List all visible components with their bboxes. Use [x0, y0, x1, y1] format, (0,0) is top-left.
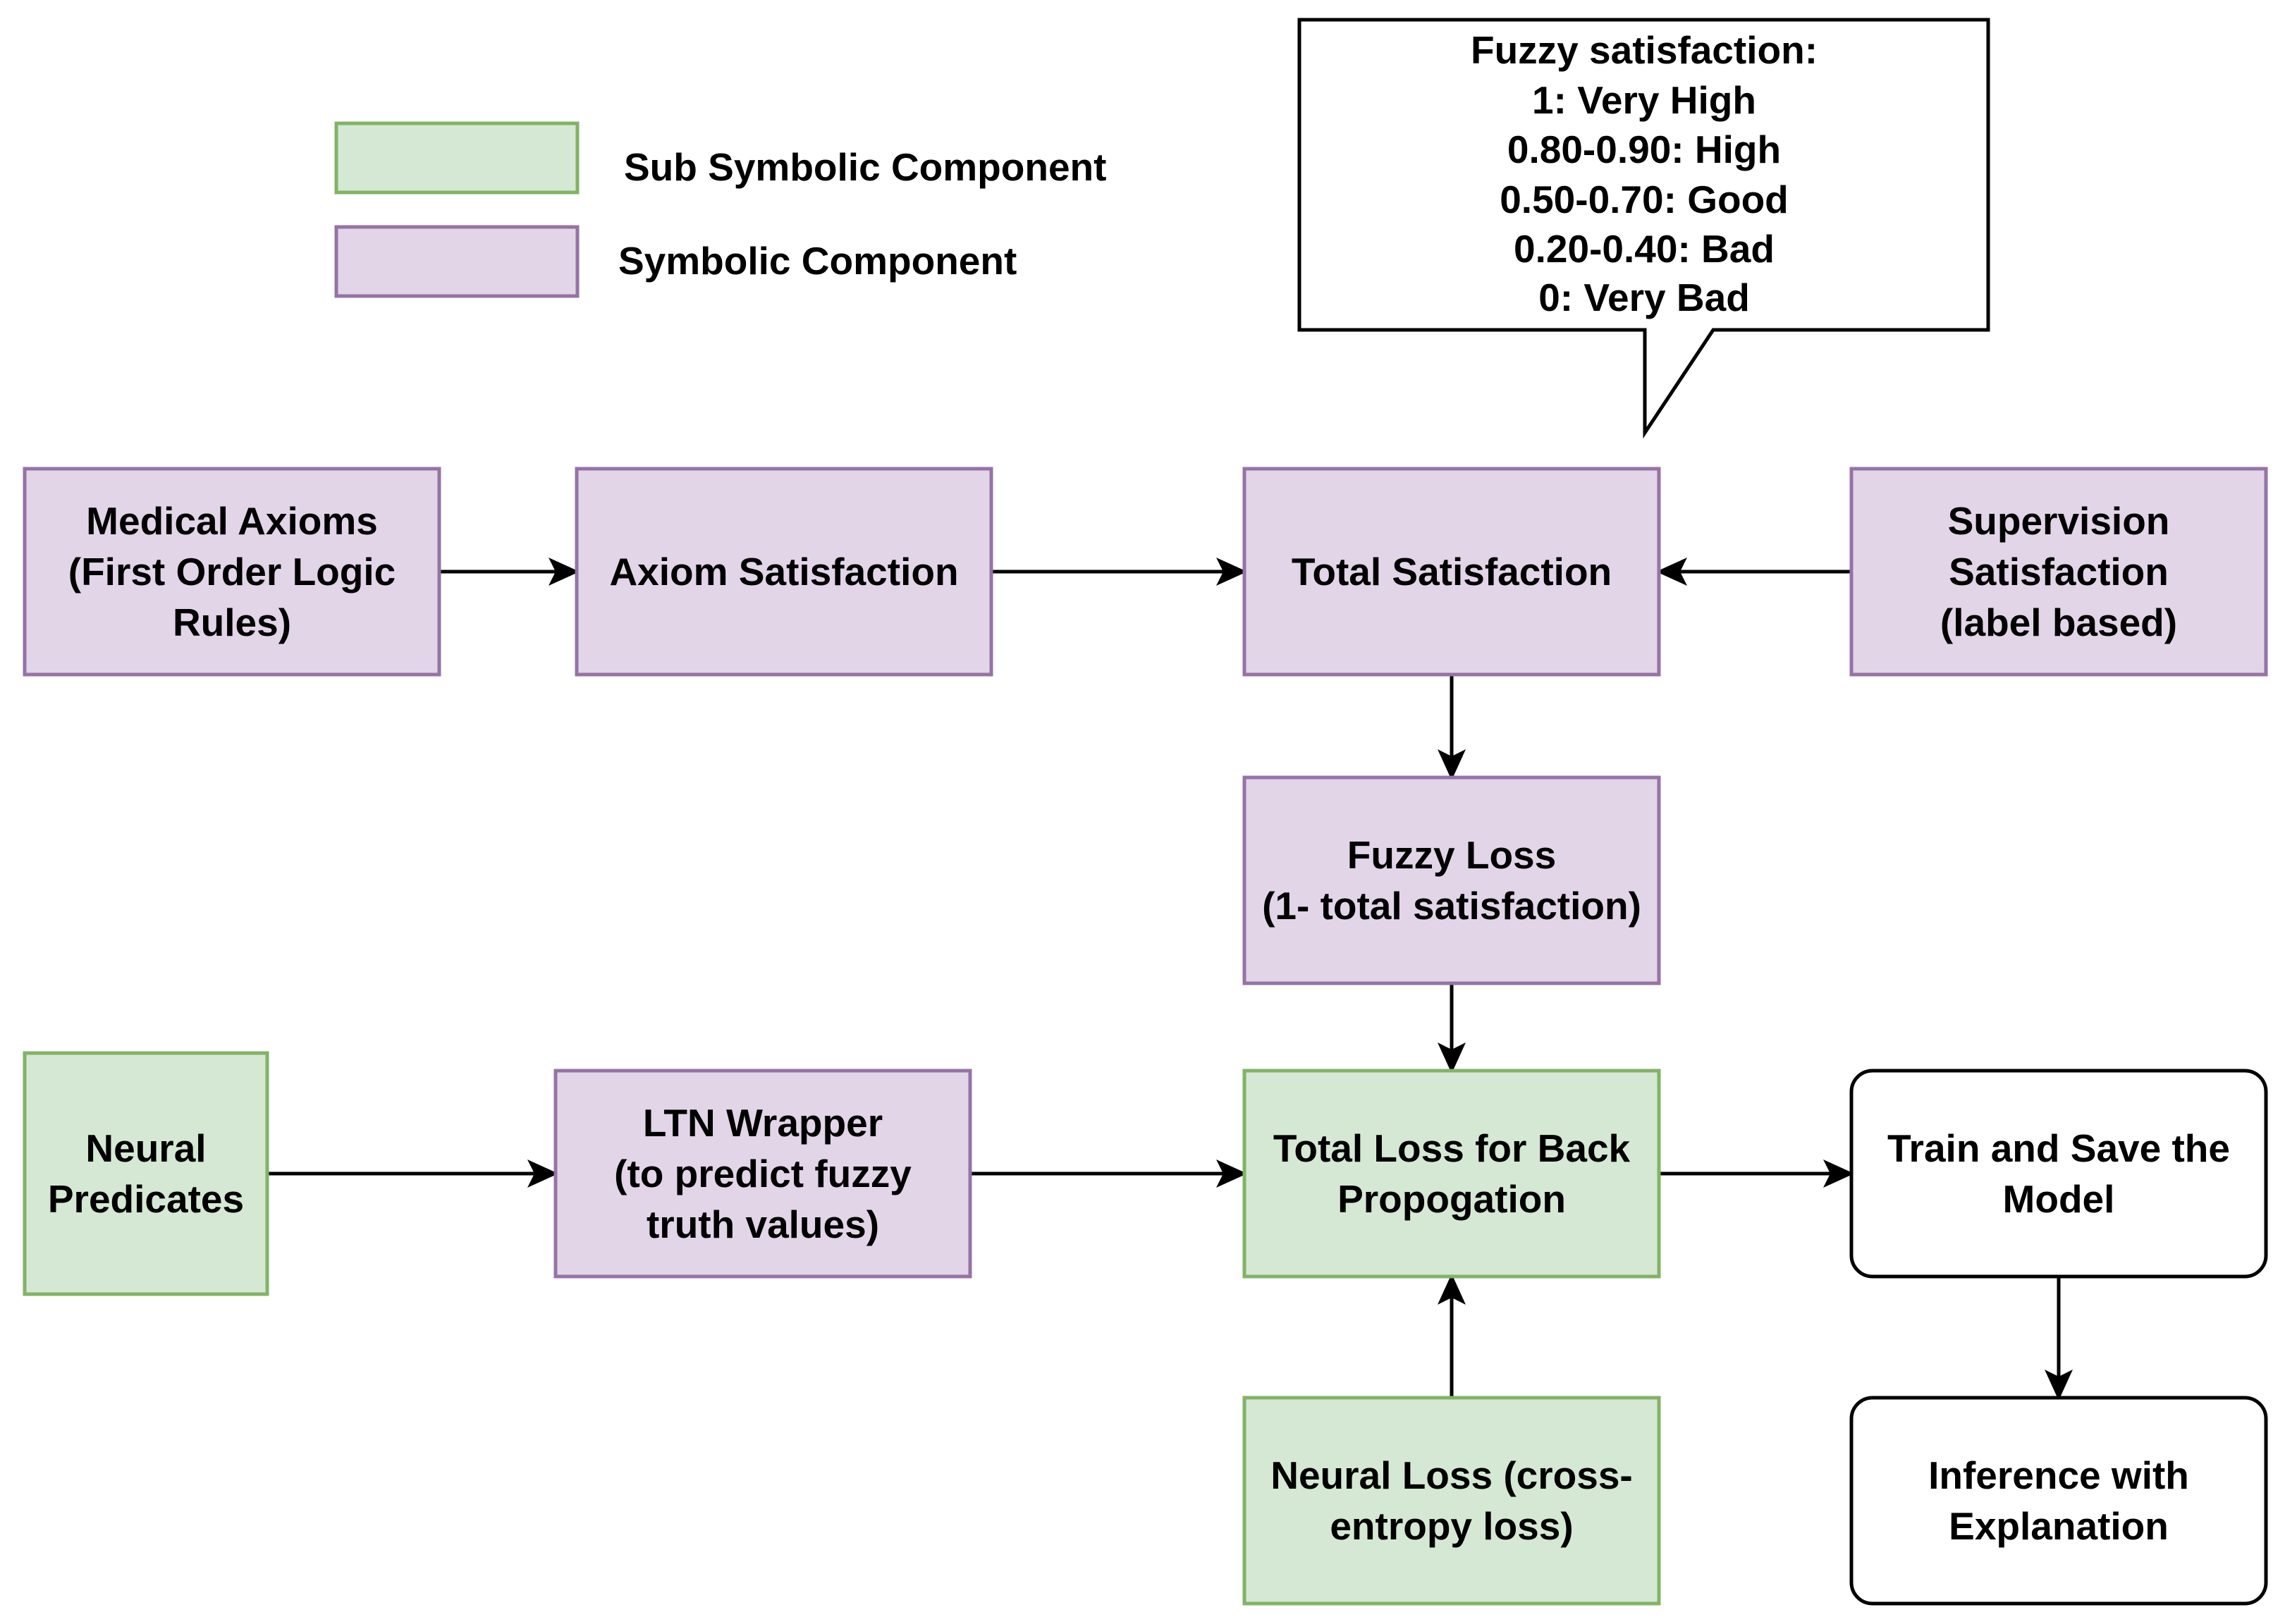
- node-axiom-satisfaction: Axiom Satisfaction: [575, 467, 993, 677]
- node-box: [1242, 775, 1661, 985]
- node-label-line: Train and Save the: [1887, 1126, 2230, 1170]
- node-label-line: Medical Axioms: [86, 499, 378, 543]
- node-label-line: Propogation: [1337, 1177, 1566, 1221]
- callout-bubble: [1297, 18, 1990, 439]
- edges-layer: [267, 558, 2073, 1401]
- node-label-line: Model: [2003, 1177, 2115, 1221]
- callout-line: 0.20-0.40: Bad: [1514, 227, 1775, 271]
- node-label-line: Total Satisfaction: [1292, 550, 1612, 593]
- node-label-line: Total Loss for Back: [1273, 1126, 1631, 1170]
- node-box: [23, 1051, 269, 1296]
- node-label-line: (1- total satisfaction): [1262, 884, 1641, 928]
- node-fuzzy-loss: Fuzzy Loss (1- total satisfaction): [1242, 775, 1661, 985]
- node-label-line: Predicates: [48, 1177, 244, 1221]
- callout-line: Fuzzy satisfaction:: [1471, 28, 1818, 72]
- legend-symbolic-swatch: [334, 225, 580, 298]
- callout-line: 0: Very Bad: [1538, 276, 1750, 319]
- legend-sub-symbolic-swatch: [334, 121, 580, 195]
- node-label-line: Explanation: [1949, 1504, 2169, 1548]
- node-label-line: Rules): [173, 601, 291, 644]
- node-box: [1849, 1069, 2268, 1279]
- node-label-line: Inference with: [1928, 1453, 2189, 1497]
- node-label-line: LTN Wrapper: [643, 1101, 883, 1145]
- node-box: [1849, 467, 2268, 677]
- node-total-satisfaction: Total Satisfaction: [1242, 467, 1661, 677]
- node-box: [1242, 467, 1661, 677]
- node-neural-loss: Neural Loss (cross-entropy loss): [1242, 1396, 1661, 1606]
- node-ltn-wrapper: LTN Wrapper (to predict fuzzy truth values…: [553, 1069, 972, 1279]
- node-label-line: entropy loss): [1330, 1504, 1573, 1548]
- legend-sub-symbolic-label: Sub Symbolic Component: [624, 145, 1106, 189]
- node-box: [1242, 1396, 1661, 1606]
- node-label-line: Neural Loss (cross-: [1270, 1453, 1633, 1497]
- node-box: [23, 467, 441, 677]
- node-box: [1849, 1396, 2268, 1606]
- node-label-line: Satisfaction: [1949, 550, 2169, 593]
- node-label-line: (First Order Logic: [68, 550, 396, 593]
- node-label-line: (to predict fuzzy: [614, 1152, 912, 1195]
- node-label-line: Fuzzy Loss: [1347, 833, 1556, 877]
- fuzzy-satisfaction-callout: Fuzzy satisfaction: 1: Very High 0.80-0.…: [1297, 18, 1990, 439]
- node-box: [575, 467, 993, 677]
- callout-line: 0.80-0.90: High: [1507, 128, 1781, 171]
- node-label-line: truth values): [647, 1202, 879, 1246]
- callout-line: 1: Very High: [1532, 78, 1756, 122]
- legend: Sub Symbolic Component Symbolic Componen…: [334, 121, 1106, 298]
- node-label-line: (label based): [1940, 601, 2177, 644]
- legend-symbolic-label: Symbolic Component: [618, 239, 1017, 283]
- callout-line: 0.50-0.70: Good: [1500, 178, 1789, 221]
- node-label-line: Axiom Satisfaction: [609, 550, 958, 593]
- node-box: [553, 1069, 972, 1279]
- node-box: [1242, 1069, 1661, 1279]
- node-label-line: Neural: [85, 1126, 206, 1170]
- node-label-line: Supervision: [1948, 499, 2170, 543]
